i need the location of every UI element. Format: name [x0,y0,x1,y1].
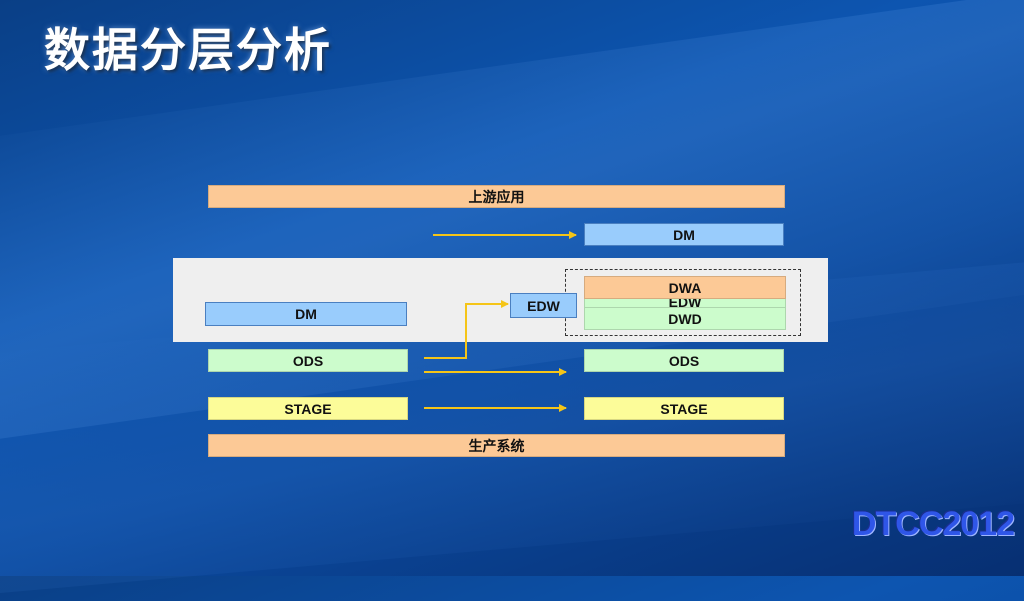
right-dwa-label: DWA [668,279,702,296]
middle-edw-box: EDW [510,293,577,318]
right-dwd-label: DWD [668,310,702,327]
left-dm-label: DM [295,306,317,322]
production-system-label: 生产系统 [468,437,525,454]
right-dwa-box: DWA [584,276,786,299]
left-stage-box: STAGE [208,397,408,420]
flow-arrows [424,231,577,412]
left-ods-label: ODS [292,352,324,369]
right-dm-label: DM [673,226,695,243]
left-ods-box: ODS [208,349,408,372]
upstream-app-label: 上游应用 [468,188,525,205]
right-dwd-box: DWD [584,307,786,330]
middle-edw-label: EDW [527,297,560,314]
right-stage-label: STAGE [660,400,708,417]
left-dm-box: DM [205,302,407,326]
left-stage-label: STAGE [284,400,332,417]
arrow-ods-to-edw [424,300,509,359]
right-stage-box: STAGE [584,397,784,420]
upstream-app-bar: 上游应用 [208,185,785,208]
right-dm-box: DM [584,223,784,246]
slide-title: 数据分层分析 [44,23,332,77]
production-system-bar: 生产系统 [208,434,785,457]
right-ods-box: ODS [584,349,784,372]
dtcc-logo-text: DTCC2012 [851,505,1015,543]
right-ods-label: ODS [668,352,700,369]
